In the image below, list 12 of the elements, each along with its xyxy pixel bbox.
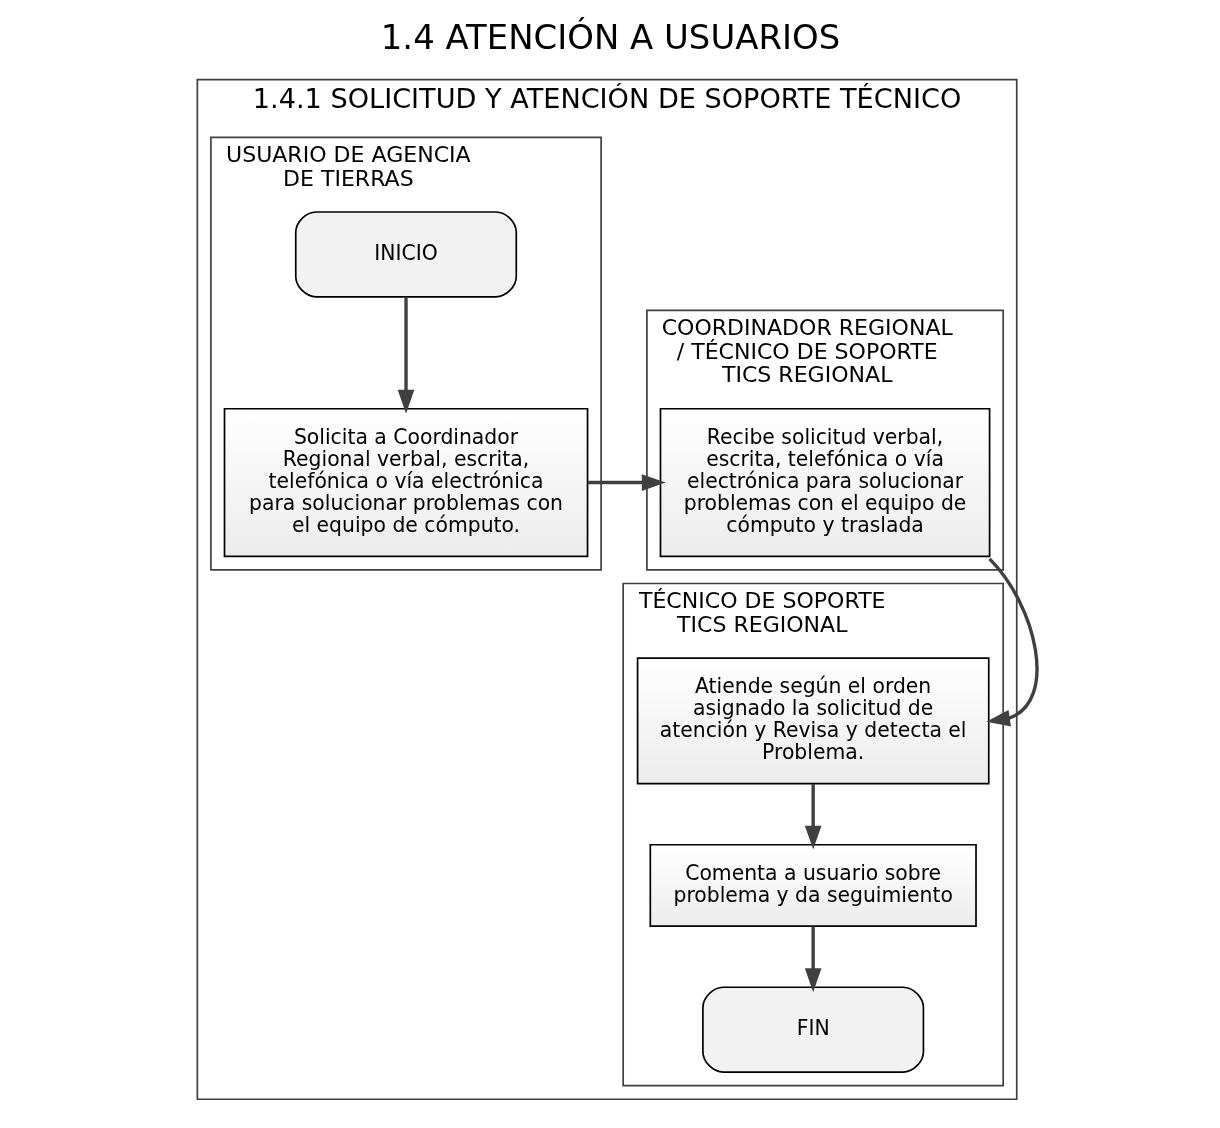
arrow	[804, 784, 821, 850]
node-box: FIN	[701, 986, 924, 1073]
arrow	[804, 926, 821, 993]
diagram-title: 1.4 ATENCIÓN A USUARIOS	[380, 18, 840, 58]
node-box: Atiende según el orden asignado la solicitud de atención y Revisa y detecta el Problema.	[636, 657, 990, 785]
arrow	[397, 297, 414, 414]
node-box: Solicita a Coordinador Regional verbal, escrita, telefónica o vía electrónica para solucionar problemas con el equipo de cómputo.	[223, 407, 588, 558]
node-box: Recibe solicitud verbal, escrita, telefónica o vía electrónica para solucionar problemas con el equipo de cómputo y traslada	[659, 407, 990, 558]
arrow	[587, 474, 666, 491]
arrow	[985, 557, 1039, 727]
node-box: INICIO	[294, 211, 517, 298]
node-box: Comenta a usuario sobre problema y da seguimiento	[648, 843, 977, 928]
